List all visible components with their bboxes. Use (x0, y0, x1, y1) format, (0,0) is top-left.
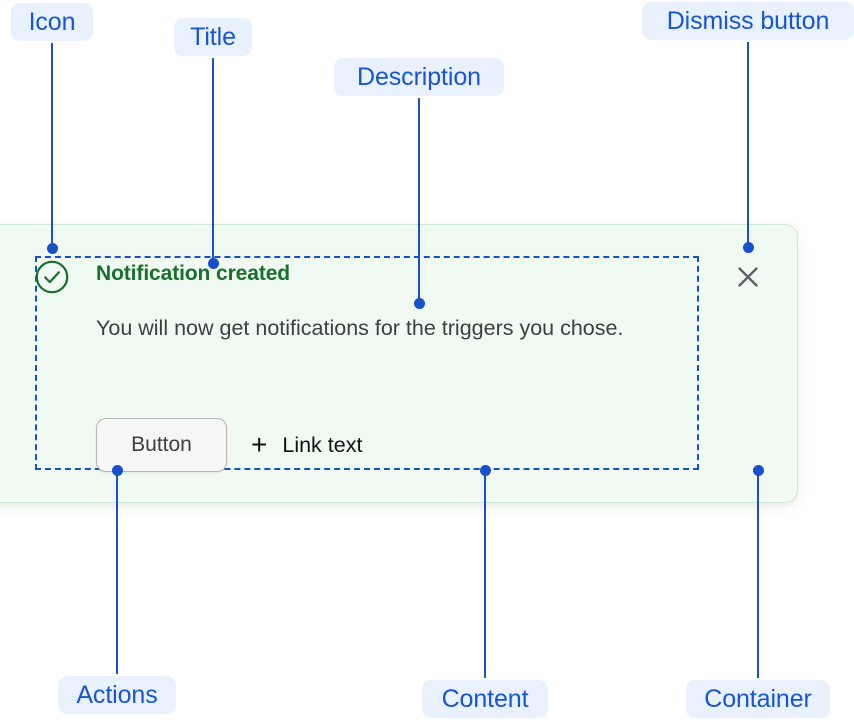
annotation-dot-dismiss_button (742, 241, 754, 253)
annotation-leader-line-title (212, 58, 214, 263)
check-circle-icon (35, 260, 69, 294)
plus-icon: + (251, 429, 268, 460)
annotation-leader-line-description (418, 98, 420, 303)
notification-actions: Button + Link text (96, 418, 362, 472)
annotation-dot-actions (111, 464, 123, 476)
annotation-dot-icon (46, 242, 58, 254)
annotation-dot-container (752, 464, 764, 476)
annotation-label-dismiss_button: Dismiss button (642, 2, 854, 40)
annotation-label-title: Title (174, 18, 252, 56)
annotation-leader-line-icon (51, 43, 53, 248)
close-icon (731, 267, 765, 297)
action-button[interactable]: Button (96, 418, 227, 472)
annotation-dot-content (479, 464, 491, 476)
dismiss-button[interactable] (731, 260, 765, 294)
notification-title: Notification created (96, 262, 291, 285)
action-link[interactable]: + Link text (251, 431, 362, 459)
annotation-label-icon: Icon (11, 3, 93, 41)
annotation-leader-line-actions (116, 470, 118, 674)
annotation-dot-description (413, 297, 425, 309)
annotation-leader-line-dismiss_button (747, 42, 749, 247)
annotation-leader-line-content (484, 470, 486, 678)
annotation-dot-title (207, 257, 219, 269)
action-link-label: Link text (282, 432, 363, 457)
annotation-label-content: Content (422, 680, 548, 718)
notification-description: You will now get notifications for the t… (96, 316, 624, 340)
annotation-leader-line-container (757, 470, 759, 678)
annotation-label-actions: Actions (58, 676, 176, 714)
annotation-label-description: Description (334, 58, 504, 96)
annotation-label-container: Container (686, 680, 830, 718)
content-region-outline (35, 256, 699, 470)
